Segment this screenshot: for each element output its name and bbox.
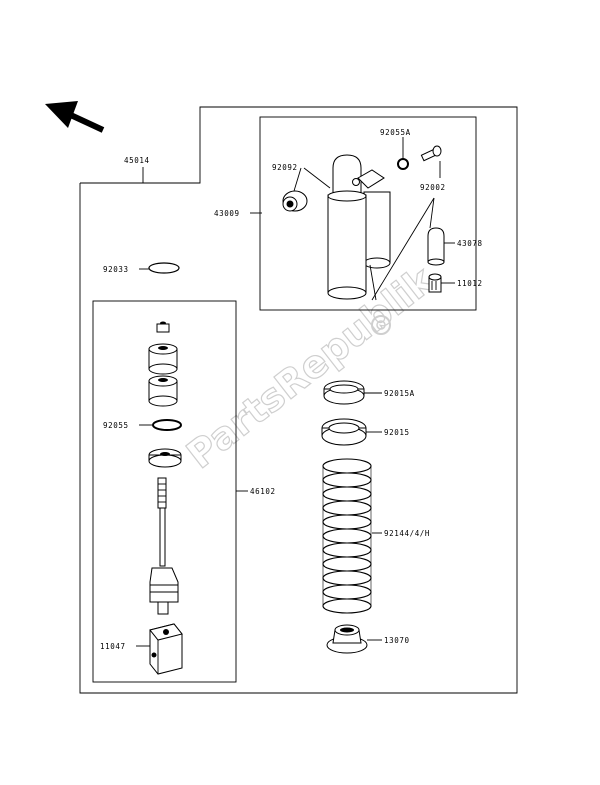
damper-rod <box>149 477 179 615</box>
watermark-gear-icon <box>371 315 391 335</box>
label-13070: 13070 <box>384 636 410 645</box>
label-43078: 43078 <box>457 239 483 248</box>
label-43009: 43009 <box>214 209 240 218</box>
label-11047: 11047 <box>100 642 126 651</box>
spring-92144 <box>322 458 372 614</box>
spring-coil <box>322 500 372 516</box>
label-45014: 45014 <box>124 156 150 165</box>
front-direction-arrow-icon <box>45 101 105 133</box>
adjust-nut-92015 <box>321 418 367 446</box>
valve-cap-43078 <box>427 227 445 266</box>
damper-rod-box <box>92 300 237 683</box>
oring-92055 <box>152 419 182 431</box>
label-46102: 46102 <box>250 487 276 496</box>
piston-lower <box>148 375 178 407</box>
shock-absorber-box <box>259 116 477 311</box>
valve-11012 <box>428 273 442 293</box>
bolt-92002 <box>420 145 442 162</box>
label-92015: 92015 <box>384 428 410 437</box>
label-11012: 11012 <box>457 279 483 288</box>
label-92002: 92002 <box>420 183 446 192</box>
spring-coil <box>322 556 372 572</box>
spring-coil <box>322 598 372 614</box>
leader-lines <box>136 137 455 647</box>
shock-absorber-body <box>327 154 391 301</box>
washer-seat <box>148 448 182 468</box>
label-92055a: 92055A <box>380 128 411 137</box>
spring-seat-13070 <box>326 624 368 654</box>
assembly-outline <box>79 106 518 694</box>
spring-coil <box>322 584 372 600</box>
label-92015a: 92015A <box>384 389 415 398</box>
label-92033: 92033 <box>103 265 129 274</box>
label-92144: 92144/4/H <box>384 529 430 538</box>
spring-coil <box>322 458 372 474</box>
spring-coil <box>322 486 372 502</box>
spring-coil <box>322 570 372 586</box>
oring-92055a <box>397 158 409 170</box>
label-92092: 92092 <box>272 163 298 172</box>
spring-coil <box>322 472 372 488</box>
watermark: PartsRepublik <box>178 257 443 478</box>
spring-coil <box>322 514 372 530</box>
bushing-92092 <box>282 190 308 212</box>
watermark-text: PartsRepublik <box>178 257 442 477</box>
nut <box>156 321 170 333</box>
circlip-92033 <box>148 262 180 274</box>
spring-coil <box>322 528 372 544</box>
piston-upper <box>148 343 178 375</box>
spring-coil <box>322 542 372 558</box>
lock-ring-92015a <box>323 380 365 405</box>
label-92055: 92055 <box>103 421 129 430</box>
rod-end-11047 <box>149 623 183 675</box>
